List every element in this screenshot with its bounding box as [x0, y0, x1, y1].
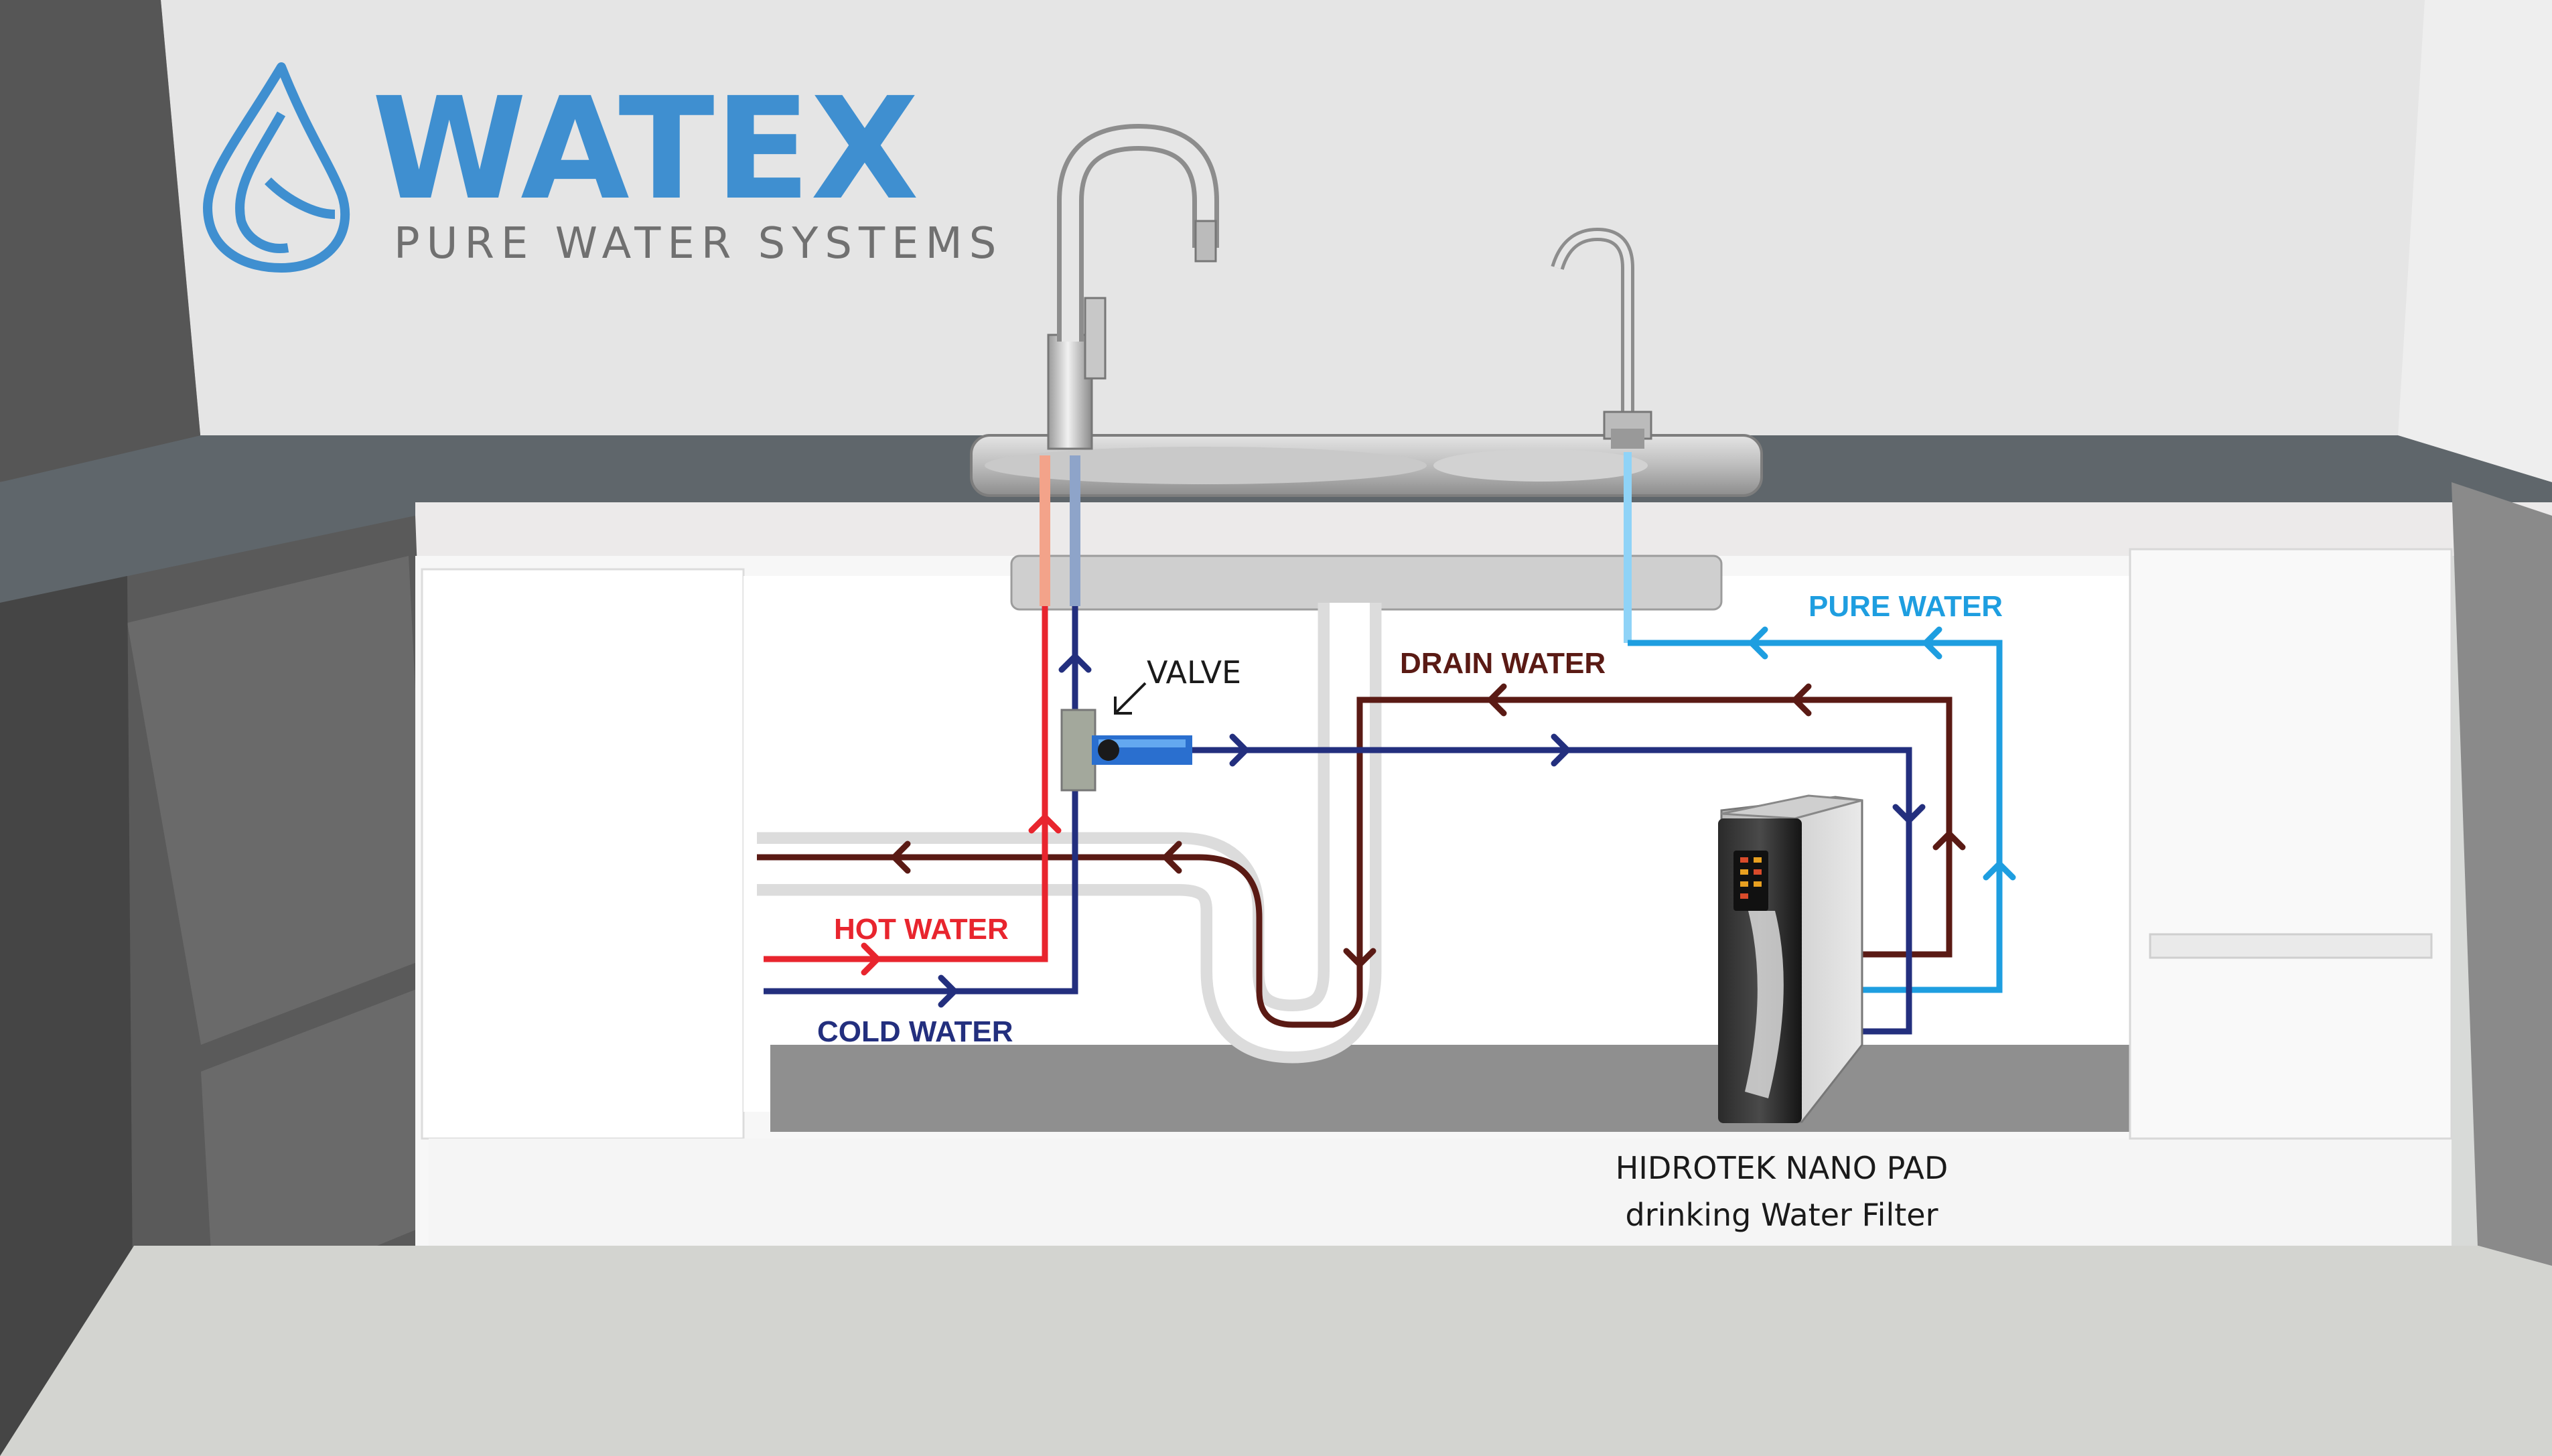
cold-arrow-1: [1229, 733, 1249, 767]
left-drawer-front: [127, 556, 429, 1045]
cabinet-left-door: [421, 568, 745, 1140]
cold-arrow-4: [1058, 653, 1092, 673]
sink-bowl: [1010, 555, 1723, 611]
pure-arrow-3: [1983, 861, 2016, 881]
cold-water-label: COLD WATER: [817, 1015, 1013, 1048]
water-drop-logo-icon: [203, 62, 350, 273]
valve-label: VALVE: [1147, 654, 1241, 690]
sink-basin-left: [985, 447, 1427, 484]
cabinet-right-door: [2129, 548, 2453, 1140]
hot-water-label: HOT WATER: [834, 913, 1009, 946]
left-drawer-front-lower: [201, 985, 442, 1313]
drain-arrow-1: [1792, 683, 1812, 717]
cold-arrow-5: [938, 974, 958, 1008]
hot-arrow-1: [1028, 814, 1062, 834]
drawer-handle-right: [2149, 933, 2433, 959]
cold-arrow-2: [1551, 733, 1571, 767]
pure-arrow-2: [1748, 626, 1768, 660]
hot-water-line: [764, 606, 1048, 962]
brand-tagline: PURE WATER SYSTEMS: [394, 219, 1003, 269]
floor: [0, 1246, 2552, 1456]
countertop-edge: [415, 502, 2552, 556]
cabinet-floor: [770, 1045, 2130, 1132]
drain-arrow-5: [1162, 841, 1182, 874]
valve-icon: [1060, 682, 1192, 792]
drain-arrow-2: [1487, 683, 1507, 717]
pure-water-label: PURE WATER: [1809, 590, 2003, 623]
drinking-faucet-icon: [1551, 227, 1652, 449]
drain-arrow-3: [1932, 830, 1966, 851]
drain-arrow-6: [891, 841, 911, 874]
right-cabinet-side: [2452, 482, 2552, 1266]
product-description: drinking Water Filter: [1626, 1197, 1938, 1233]
left-tall-cabinet-face: [0, 0, 201, 482]
kitchen-faucet-icon: [1047, 123, 1219, 450]
drain-trap-pipe-inner: [757, 603, 1370, 1052]
brand-name: WATEX: [372, 67, 919, 231]
drain-water-label: DRAIN WATER: [1400, 647, 1606, 680]
sink-basin-right: [1433, 449, 1648, 482]
drain-arrow-4: [1343, 948, 1376, 968]
product-name: HIDROTEK NANO PAD: [1616, 1150, 1948, 1186]
pure-water-line: [1628, 640, 2003, 993]
left-cabinet-side: [0, 576, 134, 1456]
cold-arrow-3: [1892, 804, 1926, 824]
right-wall: [2398, 0, 2552, 482]
pure-arrow-1: [1922, 626, 1942, 660]
drain-water-line: [757, 697, 1953, 1028]
hot-arrow-2: [861, 942, 881, 976]
flow-arrows: [861, 626, 2016, 1008]
cabinet-plinth: [429, 1139, 2452, 1246]
back-wall: [0, 0, 2552, 469]
filter-unit-icon: [1718, 794, 1863, 1123]
